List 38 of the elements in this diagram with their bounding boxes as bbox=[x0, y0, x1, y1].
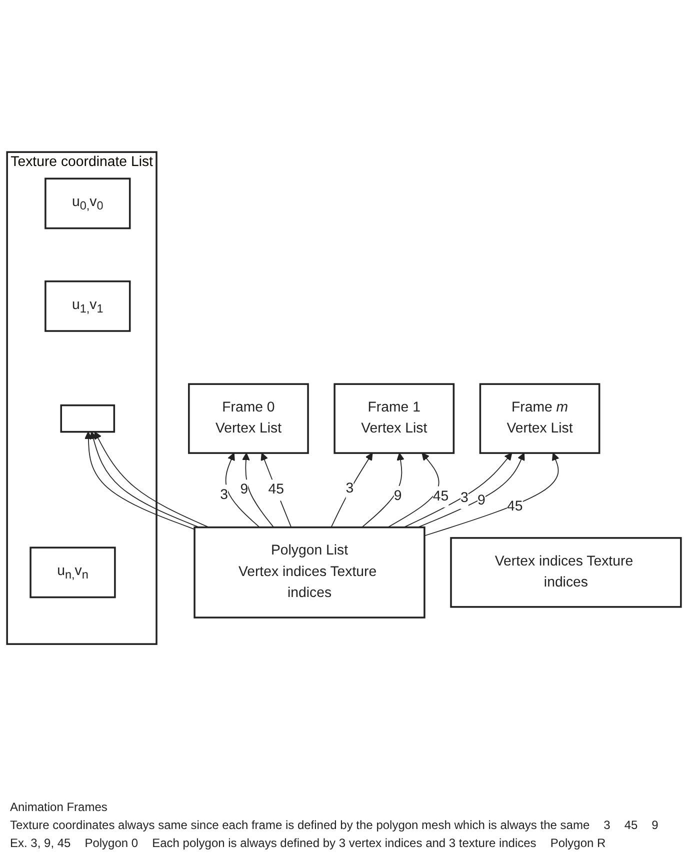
note-text: Polygon 0 bbox=[84, 836, 138, 850]
node-box bbox=[194, 526, 426, 618]
edge-label: 45 bbox=[506, 498, 523, 514]
edge-label: 9 bbox=[394, 488, 402, 504]
edge-label: 9 bbox=[477, 492, 486, 508]
note-text: 3 bbox=[604, 818, 610, 832]
node-box bbox=[60, 404, 116, 433]
arrow bbox=[418, 452, 525, 528]
note-text: Polygon R bbox=[550, 836, 606, 850]
node-box bbox=[334, 383, 455, 454]
arrow bbox=[387, 452, 440, 528]
node-box bbox=[188, 383, 309, 454]
edge-label: 45 bbox=[432, 488, 449, 504]
edge-label: 45 bbox=[268, 482, 284, 498]
node-box bbox=[44, 178, 131, 230]
note-text: 45 bbox=[624, 818, 638, 832]
arrow bbox=[403, 452, 512, 528]
diagram-drawing: Texture coordinate List 3 9 45 3 9 45 3 9 45 Frame 0 Vertex List Frame 1 Vertex List Frame m Vertex List u$_{0,}$v$_{0}$ u$_{1,}$v$_{1}$ u$_{n,}$v$_{n}$ Polygon List Vertex indices Texture indices Vertex indices Texture indices bbox=[0, 144, 688, 652]
edge-label: 3 bbox=[460, 490, 468, 506]
node-box bbox=[450, 536, 682, 608]
cluster bbox=[6, 151, 158, 645]
arrow bbox=[424, 452, 560, 536]
arrow bbox=[361, 452, 404, 528]
edge-label: 3 bbox=[220, 487, 228, 502]
note-text: Each polygon is always defined by 3 vertex indices and 3 texture indices bbox=[152, 836, 536, 850]
node-box bbox=[479, 383, 600, 454]
note-text: Ex. 3, 9, 45 bbox=[10, 836, 71, 850]
arrow bbox=[330, 452, 373, 528]
note-text: Texture coordinates always same since each frame is defined by the polygon mesh which is always the same bbox=[10, 818, 590, 832]
edge-label: 3 bbox=[346, 481, 354, 496]
edge-label: 9 bbox=[240, 482, 248, 498]
note-text: 9 bbox=[652, 818, 658, 832]
arrow bbox=[225, 452, 260, 528]
arrow bbox=[260, 452, 292, 528]
node-box bbox=[30, 546, 116, 598]
arrow bbox=[242, 452, 274, 528]
node-box bbox=[44, 280, 131, 332]
note-text: Animation Frames bbox=[10, 800, 108, 814]
